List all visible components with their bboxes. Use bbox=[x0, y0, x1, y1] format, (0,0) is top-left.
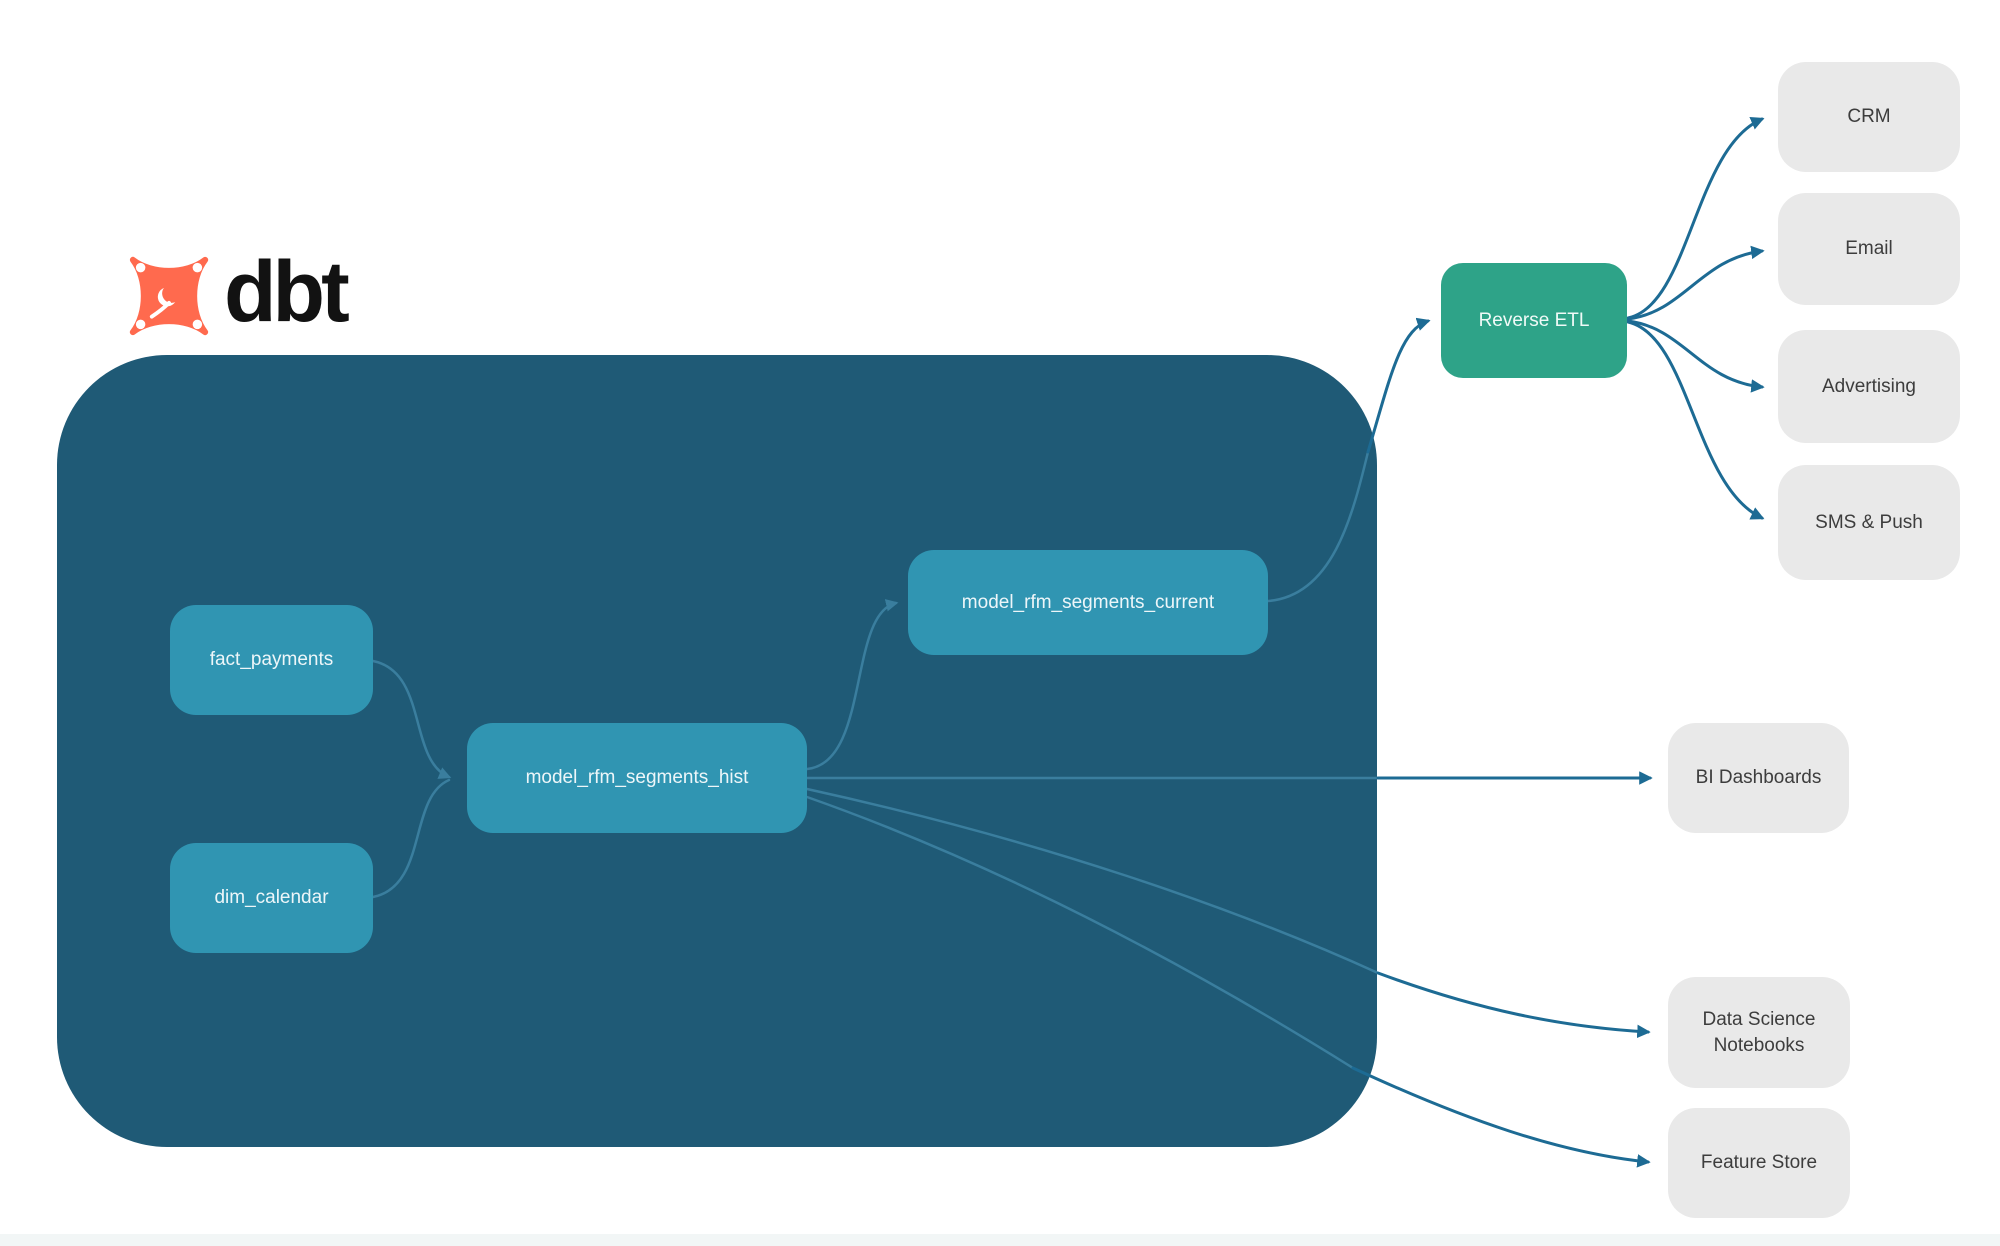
edge-reverse-etl-to-sms-push bbox=[1626, 320, 1765, 520]
node-reverse-etl-label: Reverse ETL bbox=[1478, 309, 1590, 331]
dbt-logo-icon bbox=[126, 253, 212, 339]
node-email: Email bbox=[1778, 193, 1960, 305]
edge-reverse-etl-to-email bbox=[1626, 245, 1765, 321]
node-email-label: Email bbox=[1845, 238, 1893, 260]
node-model-rfm-segments-current: model_rfm_segments_current bbox=[908, 550, 1268, 655]
node-advertising: Advertising bbox=[1778, 330, 1960, 443]
node-crm-label: CRM bbox=[1847, 106, 1891, 128]
node-data-science-notebooks-label: Data Science Notebooks bbox=[1702, 1008, 1816, 1056]
dbt-logo-text: dbt bbox=[224, 244, 350, 340]
edge-reverse-etl-to-crm bbox=[1626, 117, 1765, 320]
node-crm: CRM bbox=[1778, 62, 1960, 172]
node-bi-dashboards-label: BI Dashboards bbox=[1695, 767, 1822, 789]
node-advertising-label: Advertising bbox=[1822, 375, 1916, 397]
edge-reverse-etl-to-advertising bbox=[1626, 319, 1765, 393]
node-feature-store: Feature Store bbox=[1668, 1108, 1850, 1218]
bottom-edge-strip bbox=[0, 1234, 2000, 1246]
node-feature-store-label: Feature Store bbox=[1700, 1152, 1818, 1174]
node-data-science-notebooks: Data Science Notebooks bbox=[1668, 977, 1850, 1088]
node-reverse-etl: Reverse ETL bbox=[1441, 263, 1627, 378]
dbt-logo: dbt bbox=[126, 244, 350, 342]
node-sms-push-label: SMS & Push bbox=[1815, 511, 1923, 533]
node-fact-payments-label: fact_payments bbox=[209, 649, 334, 671]
node-model-rfm-segments-hist-label: model_rfm_segments_hist bbox=[525, 767, 749, 789]
node-bi-dashboards: BI Dashboards bbox=[1668, 723, 1849, 833]
node-model-rfm-segments-hist: model_rfm_segments_hist bbox=[467, 723, 807, 833]
node-model-rfm-segments-current-label: model_rfm_segments_current bbox=[961, 591, 1215, 613]
edge-hist-to-notebooks bbox=[1376, 971, 1651, 1039]
node-fact-payments: fact_payments bbox=[170, 605, 373, 715]
edge-current-to-reverse-etl bbox=[1366, 317, 1431, 454]
node-dim-calendar-label: dim_calendar bbox=[214, 887, 329, 909]
node-sms-push: SMS & Push bbox=[1778, 465, 1960, 580]
node-dim-calendar: dim_calendar bbox=[170, 843, 373, 953]
edge-hist-to-feature-store bbox=[1351, 1066, 1651, 1168]
